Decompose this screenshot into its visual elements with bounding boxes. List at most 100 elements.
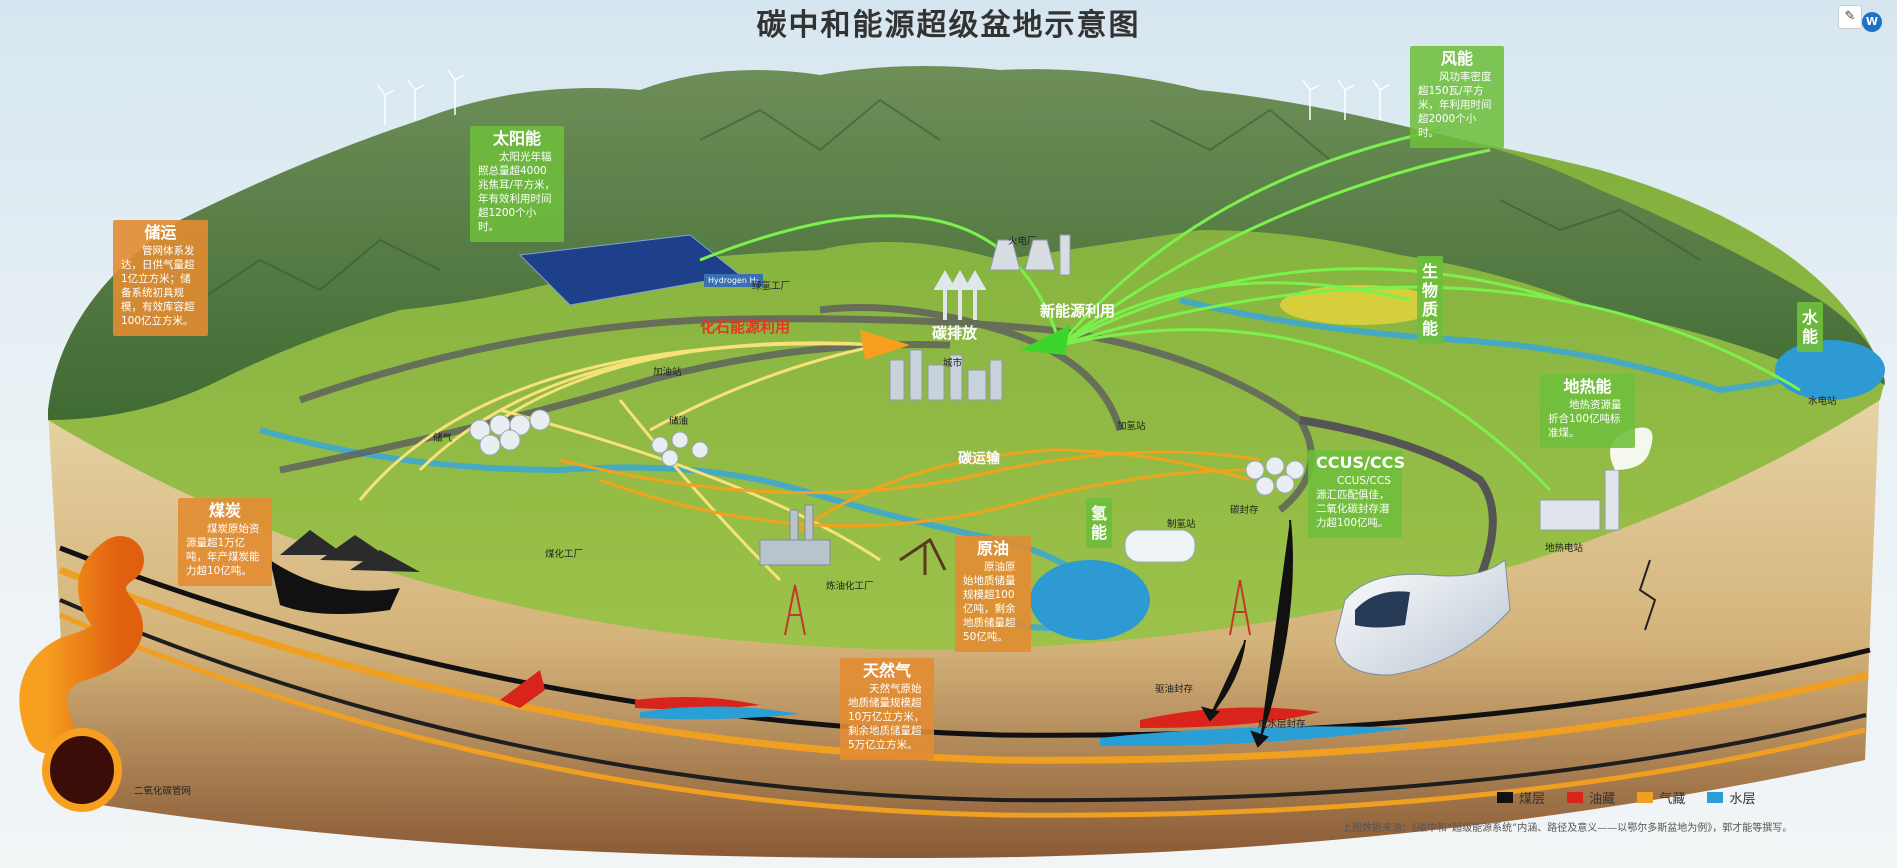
geothermal-card: 地热能 地热资源量折合100亿吨标准煤。 — [1540, 374, 1635, 448]
train-window — [1355, 591, 1410, 628]
refinery-building — [759, 504, 831, 566]
oil-storage-label: 储油 — [669, 416, 689, 427]
co2-pipeline-label: 二氧化碳管网 — [134, 786, 192, 797]
fossil-use-label: 化石能源利用 — [700, 318, 791, 336]
gas-storage-label: 储气 — [433, 433, 453, 444]
crude-card-title: 原油 — [976, 539, 1009, 558]
city-buildings — [889, 349, 1003, 401]
solar-card-title: 太阳能 — [492, 129, 541, 148]
legend: 煤层 油藏 气藏 水层 — [1497, 788, 1773, 807]
crude-card-body: 原油原始地质储量规模超100亿吨，剩余地质储量超50亿吨。 — [963, 561, 1016, 643]
coal-chemical-label: 煤化工厂 — [545, 549, 584, 560]
data-source-note: 上图数据来源：《碳中和“超级能源系统”内涵、路径及意义——以鄂尔多斯盆地为例》，… — [1342, 823, 1793, 834]
refinery-label: 炼油化工厂 — [826, 581, 874, 592]
oil-derricks — [784, 579, 1251, 636]
gas-stratum-lower — [59, 612, 1866, 818]
ground-crack — [1638, 559, 1657, 631]
thermal-plant-label: 火电厂 — [1008, 236, 1037, 247]
new-energy-flows — [699, 128, 1801, 492]
hydrogen-card: 氢能 — [1086, 498, 1112, 548]
page-title: 碳中和能源超级盆地示意图 — [756, 8, 1141, 43]
oil-pump-jack — [899, 537, 947, 575]
oil-reservoir-left — [635, 696, 760, 710]
ccus-card: CCUS/CCS CCUS/CCS源汇匹配俱佳，二氧化碳封存潜力超100亿吨。 — [1308, 450, 1406, 538]
ccus-card-title: CCUS/CCS — [1316, 453, 1406, 472]
water-layer-left — [640, 706, 800, 720]
legend-swatch-gas — [1637, 792, 1654, 803]
wind-turbines — [377, 69, 1390, 125]
saline-storage-label: 咸水层封存 — [1258, 719, 1306, 730]
rapeseed-field — [1280, 285, 1440, 325]
hydro-card: 水能 — [1797, 302, 1823, 352]
storage-card-title: 储运 — [144, 223, 177, 242]
emission-arrows — [933, 269, 987, 320]
eor-storage-label: 驱油封存 — [1155, 684, 1194, 695]
oil-reservoir — [1140, 707, 1320, 728]
crude-card: 原油 原油原始地质储量规模超100亿吨，剩余地质储量超50亿吨。 — [955, 536, 1031, 652]
legend-swatch-coal — [1497, 792, 1513, 803]
hydrogen-production-label: 制氢站 — [1167, 519, 1196, 530]
legend-item-oil: 油藏 — [1567, 788, 1615, 807]
legend-label-water: 水层 — [1729, 792, 1756, 807]
biomass-card: 生物质能 — [1417, 256, 1443, 344]
oil-storage-tanks — [651, 431, 709, 467]
natgas-card-title: 天然气 — [862, 661, 911, 680]
solar-card: 太阳能 太阳光年辐照总量超4000兆焦耳/平方米，年有效利用时间超1200个小时… — [470, 126, 564, 242]
city-label: 城市 — [943, 358, 963, 369]
legend-label-coal: 煤层 — [1519, 792, 1546, 807]
wind-card: 风能 风功率密度超150瓦/平方米，年利用时间超2000个小时。 — [1410, 46, 1504, 148]
hydrogen-tank — [1124, 529, 1196, 563]
fossil-arrow — [860, 330, 910, 360]
storage-card-body: 管网体系发达，日供气量超1亿立方米；储备系统初具规模，有效库容超100亿立方米。 — [121, 245, 195, 327]
geothermal-plant-building — [1539, 469, 1620, 531]
coal-stratum — [59, 545, 1871, 738]
carbon-transport-flows — [559, 448, 1261, 532]
legend-item-coal: 煤层 — [1497, 788, 1545, 807]
lake — [1030, 560, 1150, 640]
injection-arrows — [1200, 519, 1293, 748]
new-energy-use-label: 新能源利用 — [1040, 302, 1116, 320]
solar-card-body: 太阳光年辐照总量超4000兆焦耳/平方米，年有效利用时间超1200个小时。 — [478, 151, 556, 233]
gas-station-label: 加油站 — [653, 367, 682, 378]
legend-label-gas: 气藏 — [1659, 792, 1686, 807]
new-energy-arrow — [1020, 325, 1070, 355]
coal-piles — [280, 530, 420, 572]
gas-storage-tanks — [469, 409, 551, 456]
coal-card-title: 煤炭 — [208, 501, 241, 520]
hydro-station-label: 水电站 — [1808, 396, 1837, 407]
reservoir-lake — [1775, 340, 1885, 400]
wind-card-body: 风功率密度超150瓦/平方米，年利用时间超2000个小时。 — [1418, 71, 1492, 139]
geothermal-card-body: 地热资源量折合100亿吨标准煤。 — [1548, 399, 1622, 439]
co2-pipeline-mouth — [42, 728, 122, 812]
green-hydrogen-plant-label: 绿氢工厂 — [752, 281, 791, 292]
carbon-emission-label: 碳排放 — [932, 324, 978, 342]
coal-card: 煤炭 煤炭原始资源量超1万亿吨，年产煤炭能力超10亿吨。 — [178, 498, 272, 586]
train — [1334, 559, 1511, 676]
wind-card-title: 风能 — [1440, 49, 1473, 68]
fossil-flows — [358, 341, 881, 582]
natgas-card: 天然气 天然气原始地质储量规模超10万亿立方米，剩余地质储量超5万亿立方米。 — [840, 658, 934, 760]
ccus-card-body: CCUS/CCS源汇匹配俱佳，二氧化碳封存潜力超100亿吨。 — [1316, 475, 1391, 529]
geothermal-card-title: 地热能 — [1563, 377, 1612, 396]
carbon-storage-label: 碳封存 — [1230, 505, 1259, 516]
carbon-storage-tanks — [1245, 456, 1305, 496]
carbon-transport-label: 碳运输 — [958, 451, 1000, 467]
edit-icon[interactable]: ✎ — [1838, 5, 1862, 29]
hydrogen-sign: Hydrogen H₂ — [704, 274, 763, 287]
gas-stratum — [58, 566, 1869, 764]
co2-pipeline — [19, 536, 144, 754]
legend-item-gas: 气藏 — [1637, 788, 1685, 807]
hydrogen-station-label: 加氢站 — [1117, 421, 1146, 432]
coal-card-body: 煤炭原始资源量超1万亿吨，年产煤炭能力超10亿吨。 — [186, 523, 260, 577]
geothermal-plant-label: 地热电站 — [1545, 543, 1584, 554]
storage-card: 储运 管网体系发达，日供气量超1亿立方米；储备系统初具规模，有效库容超100亿立… — [113, 220, 208, 336]
train-track — [1299, 416, 1497, 602]
fault-red — [500, 670, 545, 708]
mountain-ridges — [199, 98, 1701, 301]
legend-label-oil: 油藏 — [1589, 792, 1616, 807]
thermal-plant-building — [989, 234, 1071, 276]
app-icon[interactable]: W — [1862, 12, 1882, 32]
natgas-card-body: 天然气原始地质储量规模超10万亿立方米，剩余地质储量超5万亿立方米。 — [848, 683, 925, 751]
deep-stratum — [59, 598, 1867, 803]
legend-swatch-oil — [1567, 792, 1584, 803]
